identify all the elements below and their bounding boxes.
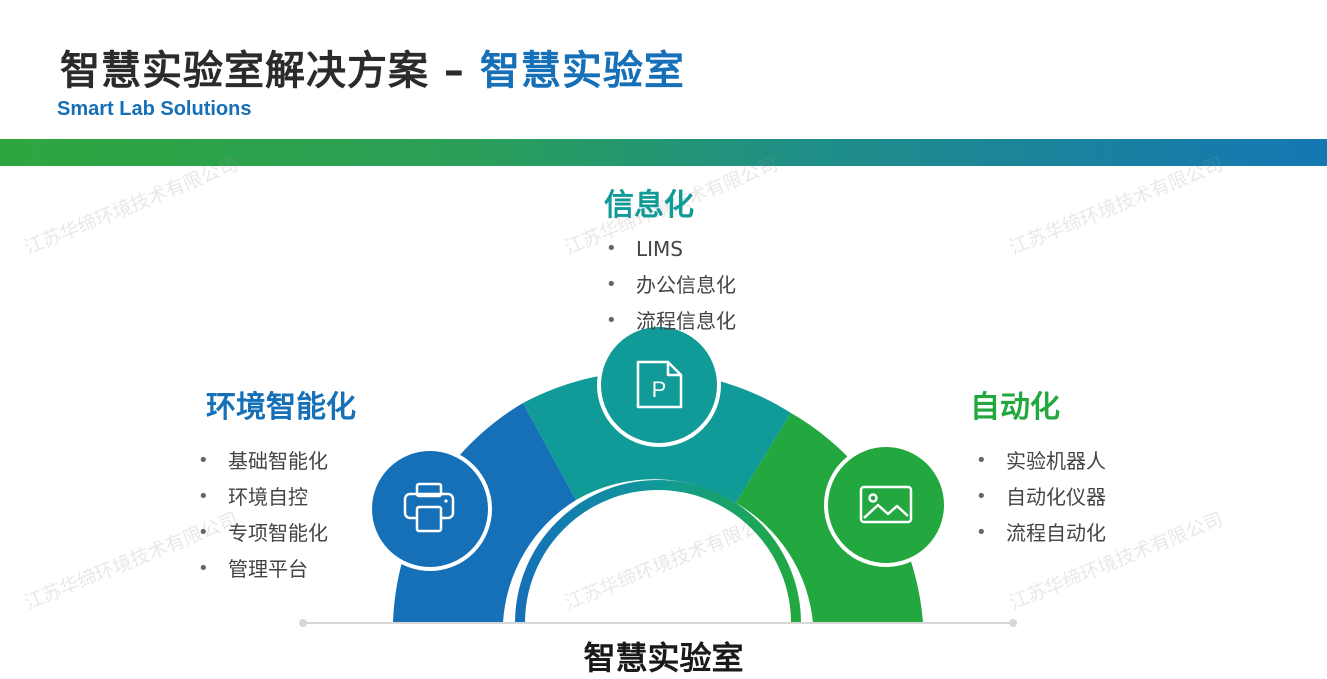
list-item: 基础智能化 [198, 443, 328, 479]
list-item: 办公信息化 [606, 267, 736, 303]
environment-bullet-list: 基础智能化 环境自控 专项智能化 管理平台 [198, 443, 328, 587]
environment-section-title: 环境智能化 [206, 390, 356, 425]
list-item: 实验机器人 [976, 443, 1106, 479]
environment-icon-circle [368, 447, 492, 571]
printer-icon [403, 482, 455, 533]
page-title-main: 智慧实验室解决方案 – [60, 48, 480, 94]
automation-icon-circle [824, 443, 948, 567]
list-item: LIMS [606, 231, 736, 267]
document-p-icon: P [636, 360, 683, 409]
document-letter: P [652, 377, 667, 402]
list-item: 流程自动化 [976, 515, 1106, 551]
inner-arc [515, 480, 801, 624]
image-icon [859, 485, 913, 524]
automation-bullet-list: 实验机器人 自动化仪器 流程自动化 [976, 443, 1106, 551]
page-title: 智慧实验室解决方案 – 智慧实验室 [60, 38, 685, 96]
baseline-dot-left [299, 619, 307, 627]
list-item: 专项智能化 [198, 515, 328, 551]
list-item: 自动化仪器 [976, 479, 1106, 515]
header-gradient-band [0, 139, 1327, 166]
page-subtitle: Smart Lab Solutions [57, 98, 252, 120]
info-icon-circle: P [597, 323, 721, 447]
center-label: 智慧实验室 [583, 639, 744, 677]
automation-section-title: 自动化 [970, 390, 1060, 425]
info-section-title: 信息化 [604, 188, 694, 223]
list-item: 管理平台 [198, 551, 328, 587]
baseline-dot-right [1009, 619, 1017, 627]
list-item: 流程信息化 [606, 303, 736, 339]
list-item: 环境自控 [198, 479, 328, 515]
info-bullet-list: LIMS 办公信息化 流程信息化 [606, 231, 736, 339]
page-title-highlight: 智慧实验室 [479, 48, 685, 94]
